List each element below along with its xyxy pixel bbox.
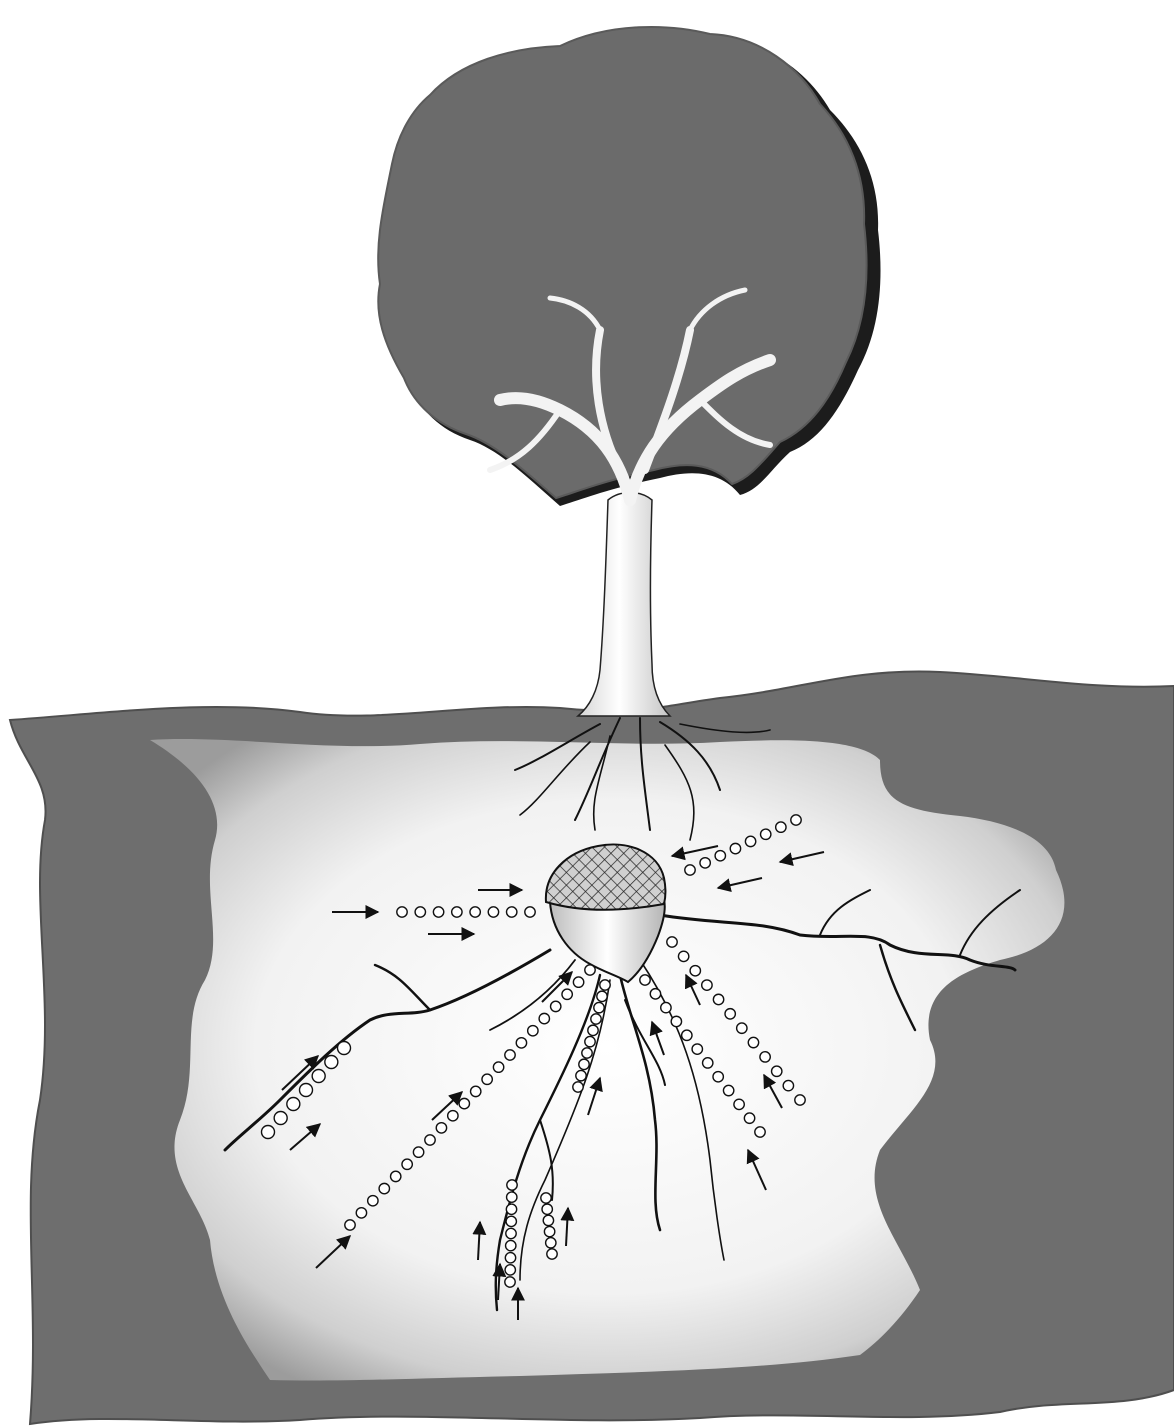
particle-circle-icon (671, 1016, 681, 1026)
particle-circle-icon (541, 1193, 551, 1203)
particle-circle-icon (507, 1180, 517, 1190)
particle-circle-icon (507, 907, 517, 917)
particle-circle-icon (585, 965, 595, 975)
particle-circle-icon (700, 858, 710, 868)
particle-circle-icon (692, 1044, 702, 1054)
particle-circle-icon (650, 989, 660, 999)
particle-circle-icon (579, 1059, 589, 1069)
particle-circle-icon (594, 1002, 604, 1012)
particle-circle-icon (402, 1159, 412, 1169)
particle-circle-icon (585, 1036, 595, 1046)
particle-circle-icon (772, 1066, 782, 1076)
particle-circle-icon (274, 1112, 287, 1125)
particle-circle-icon (325, 1056, 338, 1069)
particle-circle-icon (345, 1220, 355, 1230)
particle-circle-icon (506, 1240, 516, 1250)
tree-trunk (578, 493, 670, 717)
particle-circle-icon (338, 1042, 351, 1055)
particle-circle-icon (300, 1084, 313, 1097)
particle-circle-icon (505, 1277, 515, 1287)
particle-circle-icon (528, 1026, 538, 1036)
particle-circle-icon (551, 1001, 561, 1011)
particle-circle-icon (582, 1048, 592, 1058)
particle-circle-icon (542, 1204, 552, 1214)
particle-circle-icon (505, 1265, 515, 1275)
particle-circle-icon (413, 1147, 423, 1157)
particle-circle-icon (506, 1228, 516, 1238)
particle-circle-icon (459, 1098, 469, 1108)
particle-circle-icon (470, 907, 480, 917)
particle-circle-icon (287, 1098, 300, 1111)
particle-circle-icon (482, 1074, 492, 1084)
tree-canopy (378, 27, 866, 498)
particle-circle-icon (703, 1058, 713, 1068)
particle-circle-icon (368, 1196, 378, 1206)
particle-circle-icon (715, 851, 725, 861)
particle-circle-icon (755, 1127, 765, 1137)
particle-circle-icon (682, 1030, 692, 1040)
particle-circle-icon (690, 966, 700, 976)
particle-circle-icon (661, 1002, 671, 1012)
particle-circle-icon (597, 991, 607, 1001)
particle-circle-icon (713, 1072, 723, 1082)
particle-circle-icon (748, 1037, 758, 1047)
particle-circle-icon (391, 1171, 401, 1181)
particle-circle-icon (761, 829, 771, 839)
particle-circle-icon (379, 1183, 389, 1193)
particle-circle-icon (725, 1009, 735, 1019)
particle-circle-icon (436, 1123, 446, 1133)
particle-circle-icon (685, 865, 695, 875)
particle-circle-icon (312, 1070, 325, 1083)
particle-circle-icon (745, 836, 755, 846)
particle-circle-icon (448, 1111, 458, 1121)
particle-circle-icon (795, 1095, 805, 1105)
particle-circle-icon (573, 1082, 583, 1092)
particle-circle-icon (525, 907, 535, 917)
particle-circle-icon (640, 975, 650, 985)
particle-circle-icon (600, 980, 610, 990)
particle-circle-icon (452, 907, 462, 917)
particle-circle-icon (791, 815, 801, 825)
particle-circle-icon (723, 1085, 733, 1095)
particle-circle-icon (415, 907, 425, 917)
particle-circle-icon (516, 1038, 526, 1048)
particle-circle-icon (356, 1208, 366, 1218)
particle-circle-icon (702, 980, 712, 990)
particle-circle-icon (544, 1226, 554, 1236)
particle-stream-bottom-1 (505, 1180, 517, 1287)
particle-circle-icon (734, 1099, 744, 1109)
particle-circle-icon (667, 937, 677, 947)
particle-circle-icon (713, 994, 723, 1004)
particle-circle-icon (506, 1216, 516, 1226)
particle-circle-icon (783, 1080, 793, 1090)
particle-circle-icon (591, 1014, 601, 1024)
particle-circle-icon (776, 822, 786, 832)
particle-circle-icon (507, 1192, 517, 1202)
particle-circle-icon (730, 843, 740, 853)
particle-circle-icon (678, 951, 688, 961)
particle-circle-icon (493, 1062, 503, 1072)
particle-circle-icon (760, 1052, 770, 1062)
particle-circle-icon (471, 1086, 481, 1096)
particle-circle-icon (737, 1023, 747, 1033)
particle-circle-icon (576, 1070, 586, 1080)
particle-circle-icon (547, 1249, 557, 1259)
particle-circle-icon (744, 1113, 754, 1123)
particle-circle-icon (588, 1025, 598, 1035)
particle-circle-icon (546, 1238, 556, 1248)
particle-circle-icon (543, 1215, 553, 1225)
particle-circle-icon (433, 907, 443, 917)
particle-circle-icon (397, 907, 407, 917)
particle-circle-icon (425, 1135, 435, 1145)
particle-circle-icon (488, 907, 498, 917)
particle-circle-icon (262, 1126, 275, 1139)
particle-circle-icon (539, 1013, 549, 1023)
particle-circle-icon (573, 977, 583, 987)
particle-circle-icon (562, 989, 572, 999)
particle-circle-icon (505, 1050, 515, 1060)
particle-circle-icon (505, 1253, 515, 1263)
particle-circle-icon (506, 1204, 516, 1214)
